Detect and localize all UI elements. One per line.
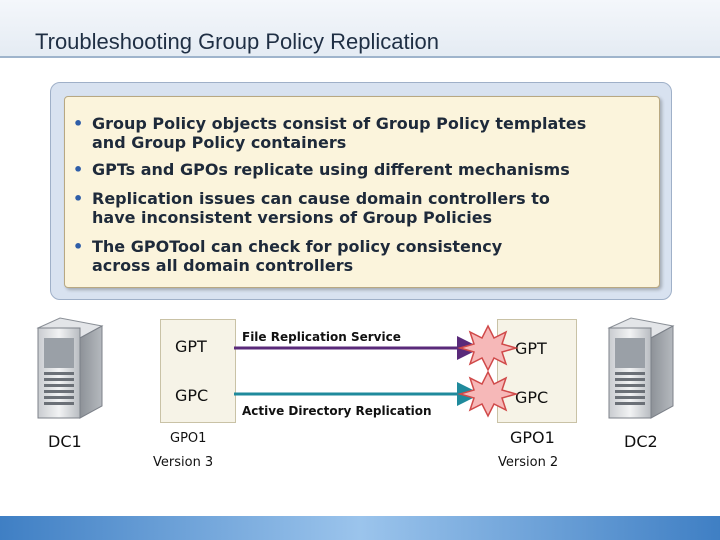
gpt-link-label: File Replication Service xyxy=(242,330,401,344)
bottom-band xyxy=(0,516,720,540)
bullet-box: • Group Policy objects consist of Group … xyxy=(64,96,660,288)
dc2-gpo-panel xyxy=(497,319,577,423)
dc1-label: DC1 xyxy=(48,432,82,451)
bullet-4-line-1: The GPOTool can check for policy consist… xyxy=(92,237,503,256)
bullet-4-line-2: across all domain controllers xyxy=(92,256,354,275)
title-rule xyxy=(0,56,720,58)
dc1-server-icon xyxy=(36,317,104,419)
dc1-gpo-panel xyxy=(160,319,236,423)
bullet-dot-icon: • xyxy=(73,114,84,133)
title-bar xyxy=(0,0,720,58)
bullet-1-line-1: Group Policy objects consist of Group Po… xyxy=(92,114,587,133)
bullet-2: • GPTs and GPOs replicate using differen… xyxy=(73,160,653,179)
bullet-3-line-1: Replication issues can cause domain cont… xyxy=(92,189,550,208)
bullet-2-line-1: GPTs and GPOs replicate using different … xyxy=(92,160,570,179)
gpc-link-label: Active Directory Replication xyxy=(242,404,432,418)
bullet-dot-icon: • xyxy=(73,160,84,179)
dc2-server-icon xyxy=(607,317,675,419)
dc2-gpt-label: GPT xyxy=(515,339,547,358)
bullet-4: • The GPOTool can check for policy consi… xyxy=(73,237,653,275)
dc2-gpo-version: Version 2 xyxy=(498,455,559,470)
gpt-conflict-burst-icon xyxy=(457,324,519,372)
bullet-dot-icon: • xyxy=(73,237,84,256)
bullet-1: • Group Policy objects consist of Group … xyxy=(73,114,653,152)
dc2-gpc-label: GPC xyxy=(515,388,549,407)
dc2-label: DC2 xyxy=(624,432,658,451)
dc1-gpo-name: GPO1 xyxy=(170,431,207,446)
dc2-gpo-name: GPO1 xyxy=(510,428,555,447)
dc1-gpc-label: GPC xyxy=(175,386,209,405)
bullet-3-line-2: have inconsistent versions of Group Poli… xyxy=(92,208,493,227)
slide-title: Troubleshooting Group Policy Replication xyxy=(35,29,439,54)
bullet-dot-icon: • xyxy=(73,189,84,208)
gpc-conflict-burst-icon xyxy=(457,370,519,418)
dc1-gpt-label: GPT xyxy=(175,337,207,356)
bullet-1-line-2: and Group Policy containers xyxy=(92,133,347,152)
bullet-frame: • Group Policy objects consist of Group … xyxy=(50,82,672,300)
dc1-gpo-version: Version 3 xyxy=(153,455,214,470)
bullet-3: • Replication issues can cause domain co… xyxy=(73,189,653,227)
